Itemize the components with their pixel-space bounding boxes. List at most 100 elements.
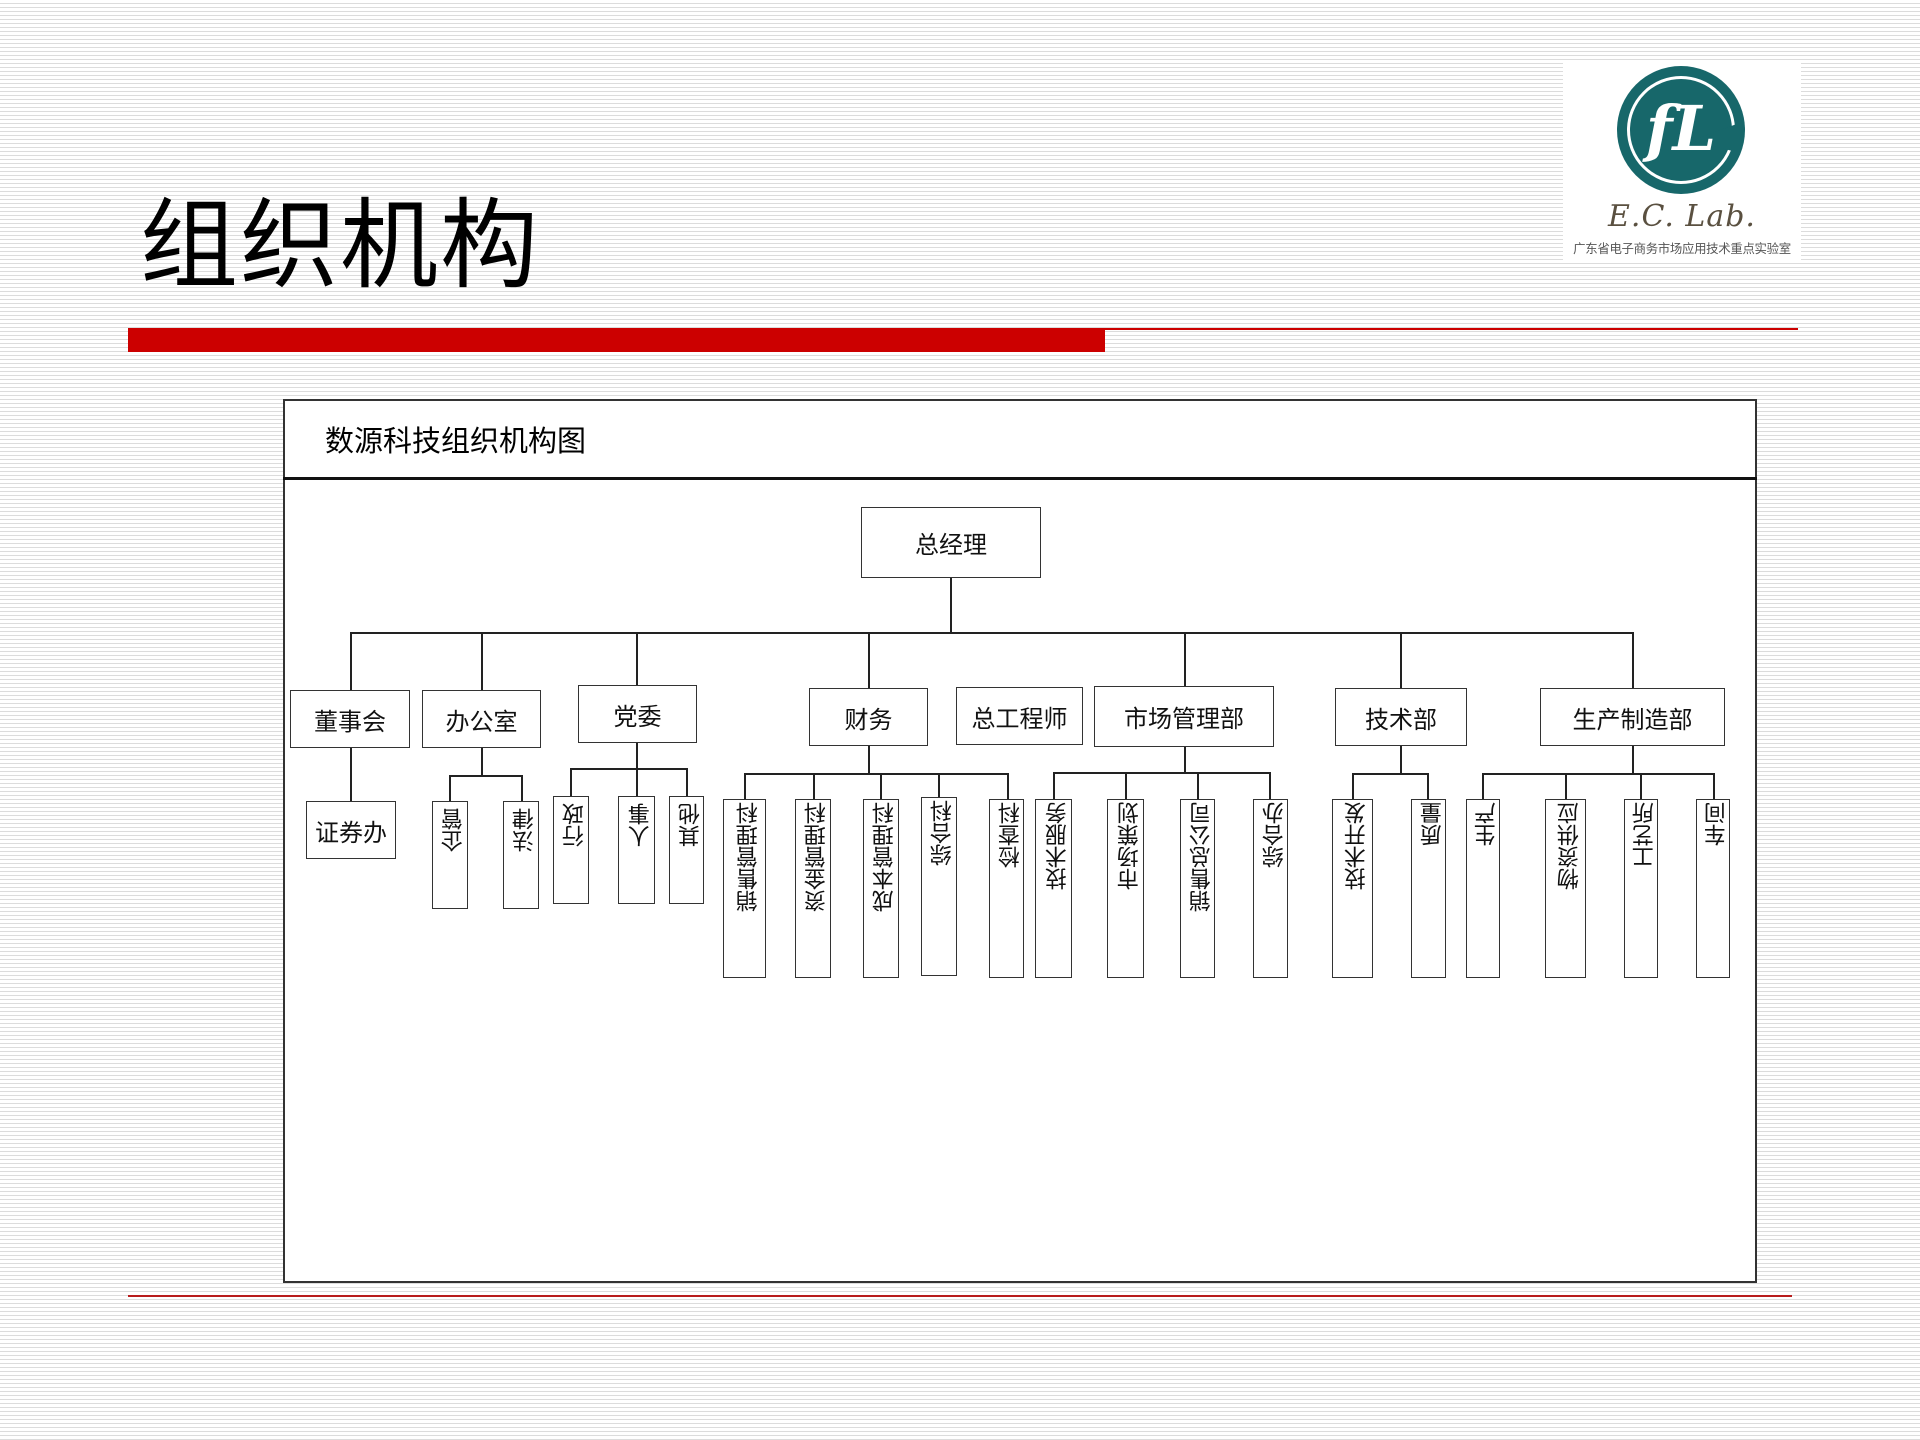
node-label: 其他 (678, 803, 704, 847)
connector (636, 743, 638, 768)
node-label: 企管 (441, 808, 467, 852)
connector (1713, 773, 1715, 799)
node-label: 销售总公司 (1189, 802, 1215, 912)
node-chief-engineer[interactable]: 总工程师 (956, 687, 1083, 745)
node-label: 技术服务 (1045, 802, 1071, 890)
connector (868, 746, 870, 773)
node-workshop[interactable]: 车间 (1696, 799, 1730, 978)
connector (481, 748, 483, 775)
logo-name: E.C. Lab. (1608, 199, 1756, 234)
node-label: 综合科 (930, 800, 956, 866)
logo-circle-icon: fL (1617, 66, 1745, 194)
ec-lab-logo: fL E.C. Lab. 广东省电子商务市场应用技术重点实验室 (1563, 63, 1801, 262)
node-label: 车间 (1704, 802, 1730, 846)
node-label: 法律 (512, 808, 538, 852)
connector (1053, 772, 1270, 774)
logo-mark: fL (1645, 92, 1717, 165)
connector (636, 632, 638, 685)
connector (570, 768, 572, 796)
node-label: 技术开发 (1344, 802, 1370, 890)
node-hr[interactable]: 人事 (618, 796, 655, 904)
node-label: 成本管理科 (872, 802, 898, 912)
node-office[interactable]: 办公室 (422, 690, 541, 748)
connector (1184, 632, 1186, 686)
node-label: 工艺所 (1632, 802, 1658, 868)
logo-subtitle: 广东省电子商务市场应用技术重点实验室 (1573, 241, 1791, 256)
node-market-management[interactable]: 市场管理部 (1094, 686, 1274, 747)
node-label: 质量 (1420, 802, 1446, 846)
node-market-planning[interactable]: 市场策划 (1107, 799, 1144, 978)
connector (880, 773, 882, 799)
node-board[interactable]: 董事会 (290, 690, 410, 748)
footer-divider (128, 1295, 1792, 1297)
node-enterprise-management[interactable]: 企管 (432, 801, 468, 909)
connector (350, 632, 352, 690)
connector (1125, 772, 1127, 799)
node-label: 资金管理科 (804, 802, 830, 912)
connector (938, 773, 940, 797)
connector (481, 632, 483, 690)
connector (1197, 772, 1199, 799)
node-technical-service[interactable]: 技术服务 (1035, 799, 1072, 978)
connector (1352, 773, 1428, 775)
node-inspection[interactable]: 检查科 (989, 799, 1024, 978)
connector (1184, 747, 1186, 772)
node-sales-management[interactable]: 销售管理科 (723, 799, 766, 978)
node-fund-management[interactable]: 资金管理科 (795, 799, 831, 978)
node-production-unit[interactable]: 生产 (1466, 799, 1500, 978)
org-chart-header-divider (283, 477, 1757, 480)
node-administration[interactable]: 行政 (553, 796, 589, 904)
org-chart-title: 数源科技组织机构图 (325, 424, 587, 458)
node-general-office[interactable]: 综合办 (1253, 799, 1288, 978)
node-label: 检查科 (998, 802, 1024, 868)
connector (686, 768, 688, 796)
node-label: 生产 (1474, 802, 1500, 846)
node-general-affairs[interactable]: 综合科 (921, 797, 957, 976)
connector (521, 775, 523, 801)
node-process-institute[interactable]: 工艺所 (1624, 799, 1658, 978)
connector (350, 748, 352, 801)
connector (449, 775, 451, 801)
connector (1053, 772, 1055, 799)
connector (813, 773, 815, 799)
connector (350, 632, 1633, 634)
node-material-supply[interactable]: 物资供应 (1545, 799, 1586, 978)
connector (449, 775, 522, 777)
connector (1400, 746, 1402, 773)
connector (1400, 632, 1402, 688)
node-technology[interactable]: 技术部 (1335, 688, 1467, 746)
connector (1482, 773, 1484, 799)
connector (1269, 772, 1271, 799)
node-securities-office[interactable]: 证券办 (306, 801, 396, 859)
node-finance[interactable]: 财务 (809, 688, 928, 746)
connector (1482, 773, 1714, 775)
connector (1632, 632, 1634, 688)
connector (744, 773, 1008, 775)
node-tech-development[interactable]: 技术开发 (1332, 799, 1373, 978)
connector (1632, 746, 1634, 773)
connector (1640, 773, 1642, 799)
slide-title: 组织机构 (140, 189, 541, 303)
connector (1352, 773, 1354, 799)
connector (1565, 773, 1567, 799)
node-quality[interactable]: 质量 (1411, 799, 1446, 978)
title-accent-bar (128, 328, 1105, 352)
connector (744, 773, 746, 799)
node-party-committee[interactable]: 党委 (578, 685, 697, 743)
connector (1007, 773, 1009, 799)
connector (868, 632, 870, 688)
title-accent-line (1105, 328, 1798, 330)
node-cost-management[interactable]: 成本管理科 (863, 799, 899, 978)
connector (570, 768, 687, 770)
node-sales-company[interactable]: 销售总公司 (1180, 799, 1215, 978)
node-other[interactable]: 其他 (669, 796, 704, 904)
node-production[interactable]: 生产制造部 (1540, 688, 1725, 746)
node-legal[interactable]: 法律 (503, 801, 539, 909)
connector (950, 578, 952, 633)
node-label: 人事 (628, 803, 654, 847)
node-general-manager[interactable]: 总经理 (861, 507, 1041, 578)
node-label: 市场策划 (1117, 802, 1143, 890)
node-label: 行政 (562, 803, 588, 847)
connector (636, 768, 638, 796)
node-label: 综合办 (1262, 802, 1288, 868)
